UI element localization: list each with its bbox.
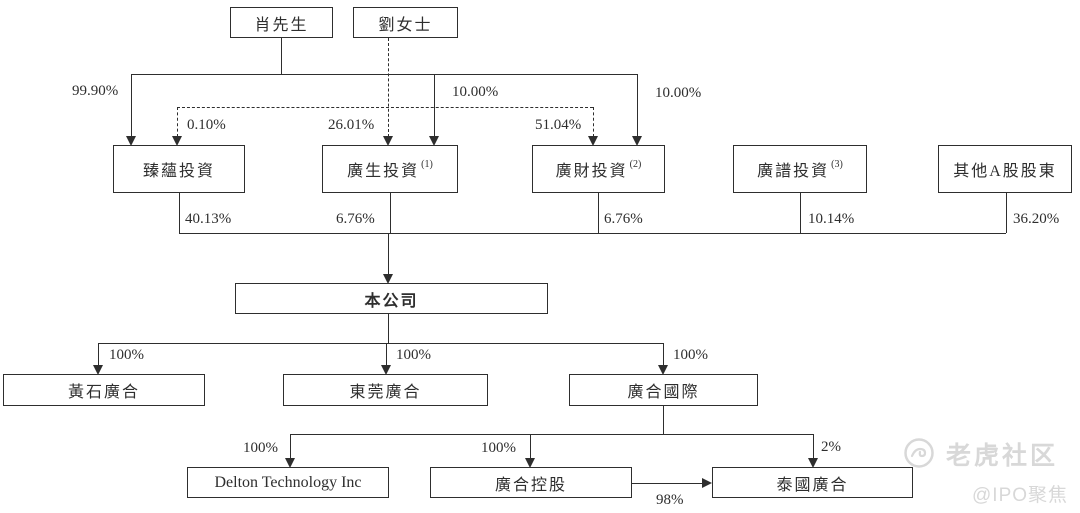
node-guangsheng-investment: 廣生投資(1)	[322, 145, 458, 193]
arrowhead-down	[525, 458, 535, 468]
watermark-handle-text: @IPO聚焦	[972, 485, 1069, 506]
node-thailand-guanghe: 泰國廣合	[712, 467, 913, 498]
edge-label: 6.76%	[336, 211, 375, 227]
connector-line	[800, 193, 801, 233]
connector-line	[131, 74, 637, 75]
node-label: Delton Technology Inc	[214, 473, 362, 491]
tiger-community-logo-icon	[904, 438, 934, 468]
connector-line	[813, 434, 814, 458]
arrowhead-down	[126, 136, 136, 146]
node-label: 廣財投資	[555, 163, 628, 180]
arrowhead-down	[381, 365, 391, 375]
connector-line	[290, 434, 291, 458]
connector-line	[637, 74, 638, 137]
edge-label: 10.14%	[808, 211, 855, 227]
edge-label: 100%	[673, 347, 708, 363]
edge-label: 98%	[656, 492, 684, 508]
node-guangpu-investment: 廣譜投資(3)	[733, 145, 867, 193]
edge-label: 100%	[396, 347, 431, 363]
edge-label: 99.90%	[72, 83, 119, 99]
node-guangcai-investment: 廣財投資(2)	[532, 145, 665, 193]
connector-line-dashed	[177, 107, 593, 108]
edge-label: 10.00%	[452, 84, 499, 100]
connector-line	[663, 406, 664, 434]
edge-label: 100%	[109, 347, 144, 363]
node-label: 廣生投資	[347, 163, 420, 180]
node-guanghe-holdings: 廣合控股	[430, 467, 632, 498]
connector-line	[663, 343, 664, 365]
edge-label: 51.04%	[535, 117, 582, 133]
connector-line	[1006, 193, 1007, 233]
node-label: 黃石廣合	[67, 384, 140, 401]
connector-line	[98, 343, 663, 344]
node-zhenyun-investment: 臻蘊投資	[113, 145, 245, 193]
connector-line	[388, 233, 389, 274]
node-label: 劉女士	[378, 16, 433, 34]
node-dongguan-guanghe: 東莞廣合	[283, 374, 488, 406]
watermark-brand-text: 老虎社区	[946, 442, 1059, 470]
node-delton-technology: Delton Technology Inc	[187, 467, 389, 498]
footnote-marker: (1)	[421, 158, 433, 170]
connector-line-dashed	[388, 38, 389, 137]
node-label: 泰國廣合	[776, 476, 849, 494]
arrowhead-down	[93, 365, 103, 375]
arrowhead-down	[658, 365, 668, 375]
edge-label: 0.10%	[187, 117, 226, 133]
node-ms-liu: 劉女士	[353, 7, 458, 38]
connector-line	[131, 74, 132, 137]
connector-line	[179, 193, 180, 233]
node-the-company: 本公司	[235, 283, 548, 314]
edge-label: 2%	[821, 439, 841, 455]
node-guanghe-international: 廣合國際	[569, 374, 758, 406]
arrowhead-down	[808, 458, 818, 468]
node-label: 本公司	[364, 292, 419, 310]
arrowhead-down	[632, 136, 642, 146]
arrowhead-down	[383, 136, 393, 146]
connector-line	[530, 434, 531, 458]
connector-line	[390, 193, 391, 233]
node-label: 肖先生	[254, 16, 309, 34]
footnote-marker: (3)	[831, 158, 843, 170]
connector-line	[386, 343, 387, 365]
edge-label: 100%	[243, 440, 278, 456]
connector-line	[179, 233, 1006, 234]
edge-label: 10.00%	[655, 85, 702, 101]
connector-line	[290, 434, 813, 435]
node-other-a-share-holders: 其他A股股東	[938, 145, 1072, 193]
node-huangshi-guanghe: 黃石廣合	[3, 374, 205, 406]
connector-line	[98, 343, 99, 365]
edge-label: 26.01%	[328, 117, 375, 133]
arrowhead-right	[702, 478, 712, 488]
node-label: 廣合國際	[627, 384, 700, 401]
node-label: 臻蘊投資	[142, 163, 215, 180]
arrowhead-down	[383, 274, 393, 284]
connector-line-dashed	[177, 107, 178, 137]
arrowhead-down	[588, 136, 598, 146]
arrowhead-down	[172, 136, 182, 146]
connector-line	[632, 483, 702, 484]
arrowhead-down	[285, 458, 295, 468]
connector-line	[598, 193, 599, 233]
node-label: 廣合控股	[494, 476, 567, 494]
connector-line	[281, 38, 282, 74]
node-label: 東莞廣合	[349, 384, 422, 401]
edge-label: 100%	[481, 440, 516, 456]
edge-label: 6.76%	[604, 211, 643, 227]
node-label: 廣譜投資	[757, 163, 830, 180]
connector-line-dashed	[593, 107, 594, 137]
edge-label: 40.13%	[185, 211, 232, 227]
connector-line	[434, 74, 435, 137]
arrowhead-down	[429, 136, 439, 146]
footnote-marker: (2)	[629, 158, 642, 170]
connector-line	[388, 314, 389, 343]
edge-label: 36.20%	[1013, 211, 1060, 227]
node-mr-xiao: 肖先生	[230, 7, 333, 38]
node-label: 其他A股股東	[953, 163, 1057, 180]
